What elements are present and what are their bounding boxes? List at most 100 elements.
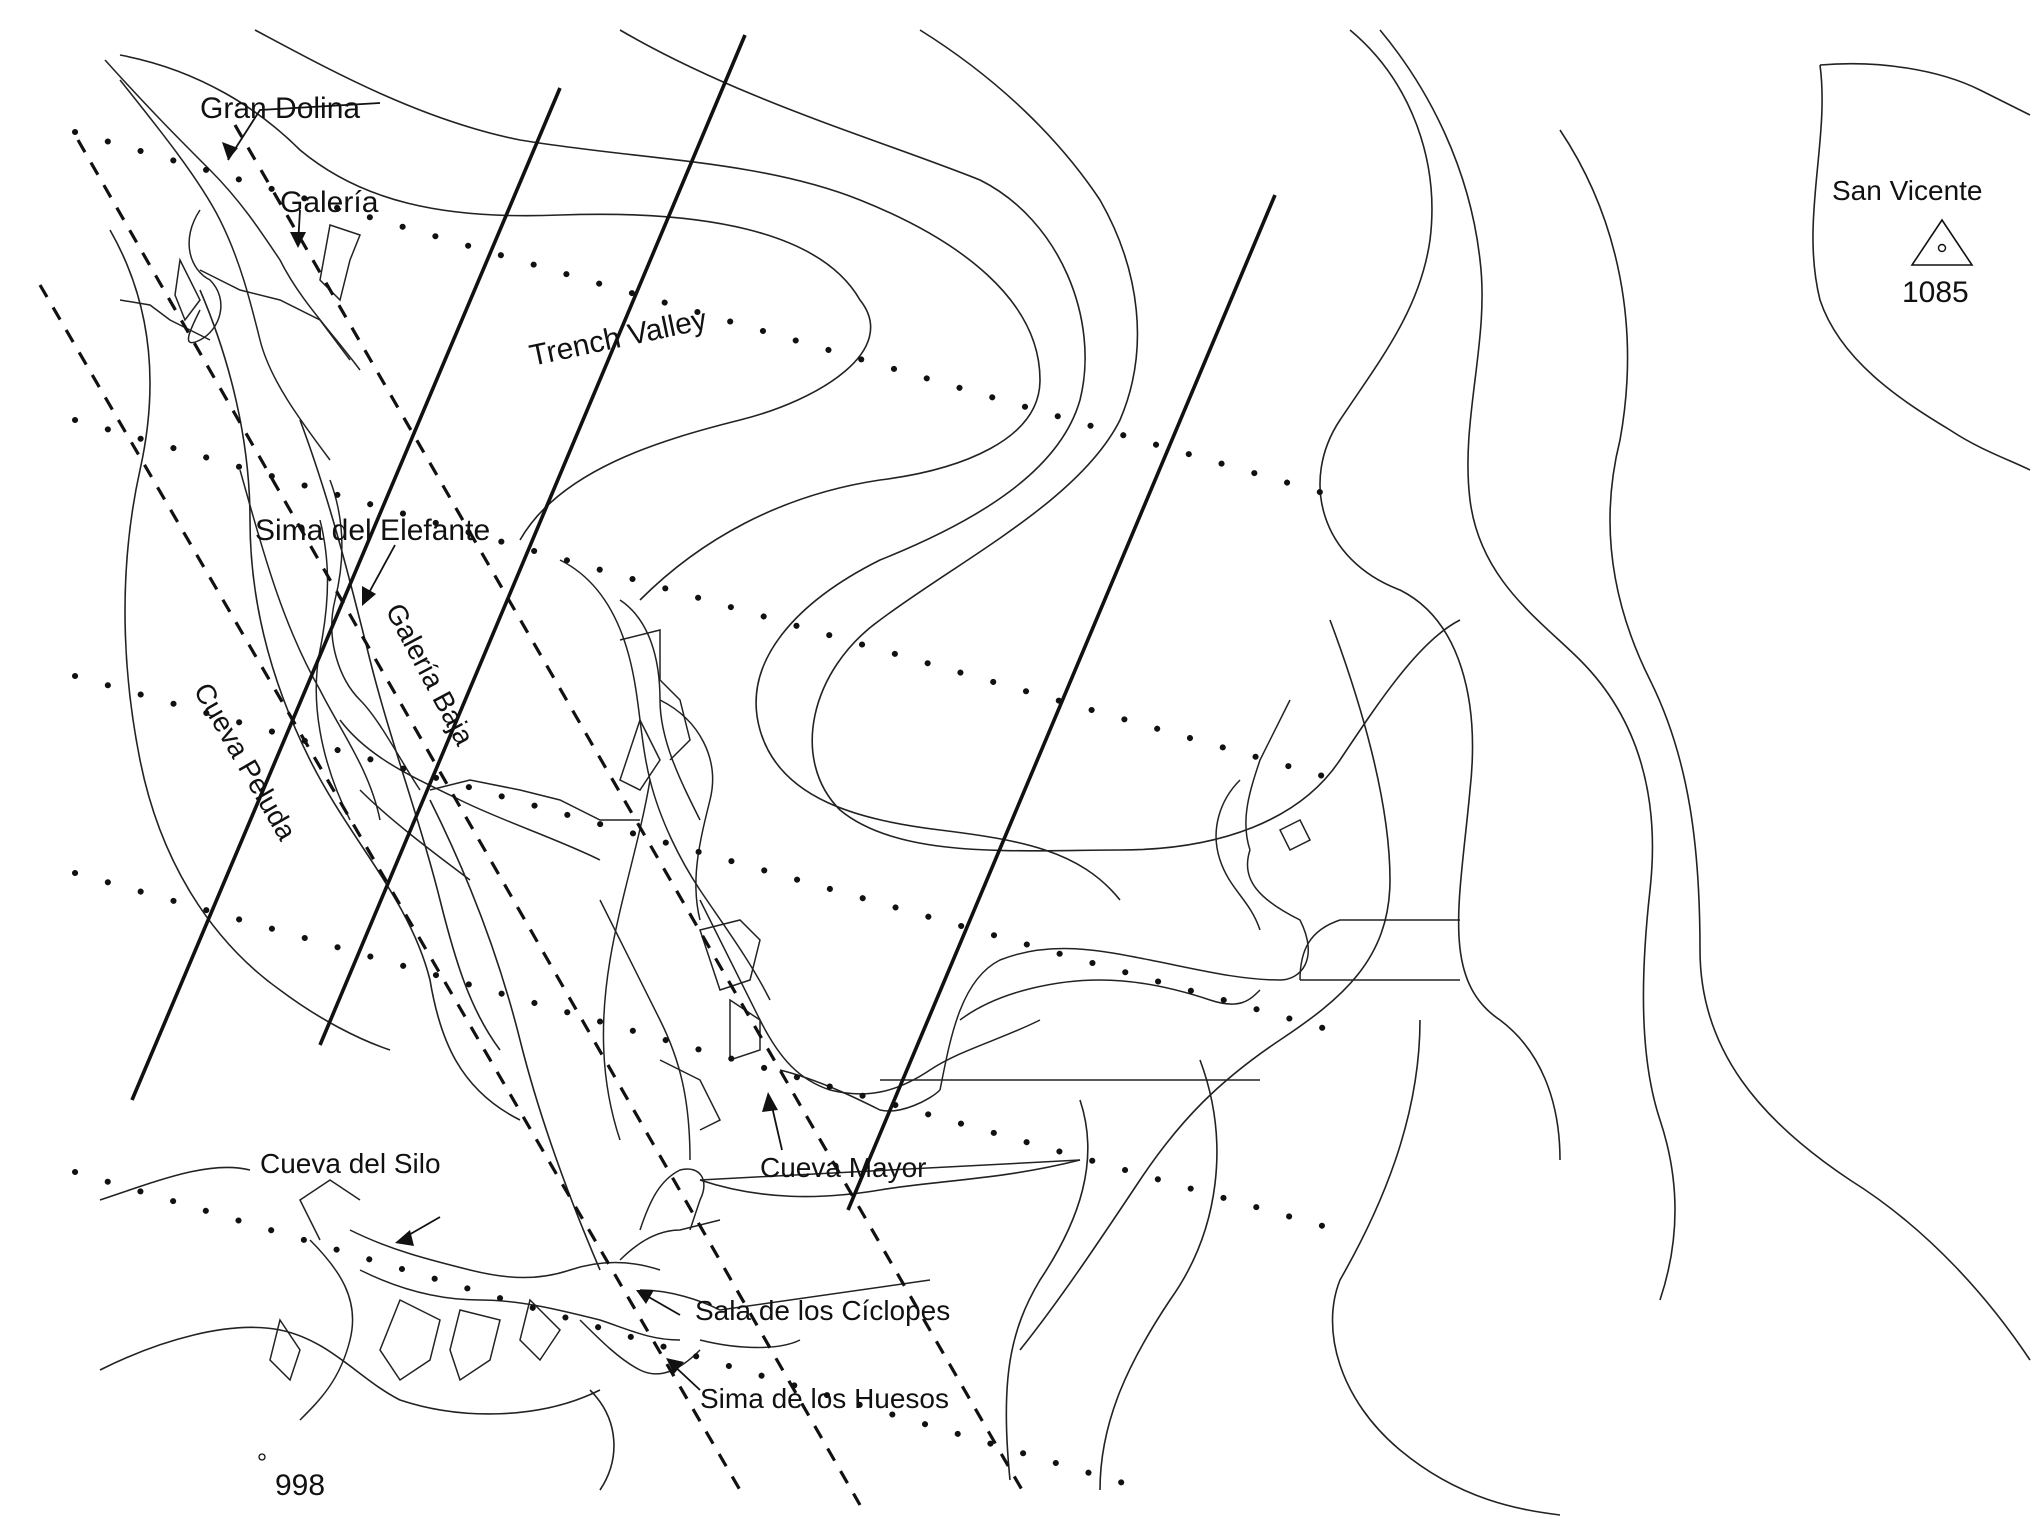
arrow-head — [636, 1290, 654, 1304]
fault-line — [318, 34, 747, 1046]
label-galeria: Galería — [280, 186, 379, 219]
contour-line — [299, 419, 501, 1051]
cave-outline — [659, 1059, 722, 1131]
cave-outline — [429, 779, 640, 821]
contour-line — [99, 1166, 251, 1201]
contour-line — [619, 29, 1121, 901]
cave-outline — [199, 269, 351, 361]
leader-arrows — [222, 102, 783, 1391]
cave-outline — [699, 1339, 801, 1349]
contour-line — [199, 289, 521, 1121]
contour-line — [109, 229, 391, 1051]
contour-line — [1331, 1019, 1561, 1516]
label-sima-de-los-huesos: Sima de los Huesos — [700, 1383, 949, 1414]
summit-marker — [1910, 218, 1974, 266]
cave-outline — [349, 1229, 661, 1279]
cave-outline — [119, 299, 211, 341]
arrow-head — [762, 1092, 778, 1112]
dashed-line — [38, 284, 742, 1491]
contour-line — [699, 1159, 1081, 1198]
dashed-line — [233, 124, 1027, 1496]
label-sima-del-elefante: Sima del Elefante — [255, 514, 490, 547]
contour-line — [589, 1389, 615, 1491]
arrow-head — [290, 232, 306, 248]
cave-outline — [379, 1298, 441, 1382]
cave-outline — [239, 469, 381, 821]
fault-lines — [130, 34, 1277, 1211]
contour-line — [99, 1326, 601, 1415]
cave-outline — [104, 59, 361, 371]
cave-outline — [359, 789, 471, 881]
cave-outline — [315, 519, 351, 821]
contour-line — [429, 799, 601, 1271]
label-cueva-mayor: Cueva Mayor — [760, 1152, 927, 1183]
cave-outline — [299, 1179, 361, 1241]
site-labels: Gran Dolina Galería Trench Valley Sima d… — [188, 92, 1983, 1502]
cave-outline — [579, 1319, 701, 1375]
contour-line — [1812, 64, 2031, 471]
contour-line — [1019, 619, 1391, 1351]
label-cueva-del-silo: Cueva del Silo — [260, 1148, 441, 1179]
contour-line — [1005, 1099, 1089, 1481]
contour-lines — [99, 29, 2031, 1516]
cave-outline — [639, 1168, 705, 1231]
survey-point-dot — [1937, 243, 1947, 253]
cave-outline — [449, 1309, 501, 1382]
arrow-gran-dolina — [227, 102, 381, 161]
contour-line — [254, 29, 1041, 601]
cave-outline — [699, 899, 831, 1091]
arrow-head — [666, 1358, 684, 1374]
label-sala-de-los-ciclopes: Sala de los Cíclopes — [695, 1295, 950, 1326]
arrow-head — [362, 586, 376, 606]
cave-outline — [319, 224, 361, 302]
label-gran-dolina: Gran Dolina — [200, 92, 360, 125]
cave-outline — [1299, 919, 1460, 981]
contour-line — [1379, 29, 1676, 1301]
arrow-head — [395, 1230, 414, 1246]
label-san-vicente: San Vicente — [1832, 175, 1983, 206]
cave-outline — [619, 1219, 721, 1261]
fault-line — [130, 87, 562, 1101]
cave-outline — [779, 1069, 941, 1112]
cave-outlines — [104, 59, 1460, 1421]
cave-outline — [959, 979, 1261, 1021]
cave-outline — [699, 1159, 1081, 1181]
fault-line — [846, 194, 1277, 1211]
contour-line — [1099, 1059, 1218, 1491]
cave-outline — [602, 779, 651, 1141]
label-trench-valley: Trench Valley — [527, 303, 710, 373]
dashed-lines — [38, 124, 1027, 1506]
cave-outline — [619, 718, 661, 791]
triangle-survey-point-icon — [1910, 218, 1974, 266]
small-circle-icon — [258, 1453, 266, 1461]
cave-outline — [329, 479, 421, 791]
arrow-head — [222, 142, 238, 160]
cave-outline — [119, 79, 331, 461]
cave-outline — [299, 1239, 354, 1421]
dotted-lines — [72, 129, 1333, 1488]
contour-line — [1559, 129, 2031, 1361]
label-galeria-baja: Galería Baja — [380, 598, 481, 750]
contour-line — [1819, 62, 2031, 116]
cave-outline — [1245, 699, 1291, 851]
cave-outline — [519, 1298, 561, 1362]
cave-outline — [559, 559, 771, 1001]
cave-outline — [939, 849, 1310, 1091]
cave-outline — [339, 719, 601, 861]
dashed-line — [76, 139, 862, 1506]
cave-outline — [829, 1019, 1041, 1095]
cave-outline — [1215, 779, 1261, 931]
cave-outline — [174, 257, 201, 322]
elevation-low-point: 998 — [275, 1469, 325, 1502]
cave-outline — [1278, 818, 1312, 852]
cave-outline — [659, 699, 714, 921]
cave-outline — [619, 629, 691, 761]
cave-outline — [599, 899, 691, 1161]
contour-line — [811, 29, 1461, 852]
dotted-line — [72, 417, 1333, 781]
elevation-summit: 1085 — [1902, 276, 1969, 309]
cave-outline — [269, 1318, 301, 1382]
contour-line — [119, 54, 872, 541]
dotted-line — [72, 129, 1333, 498]
